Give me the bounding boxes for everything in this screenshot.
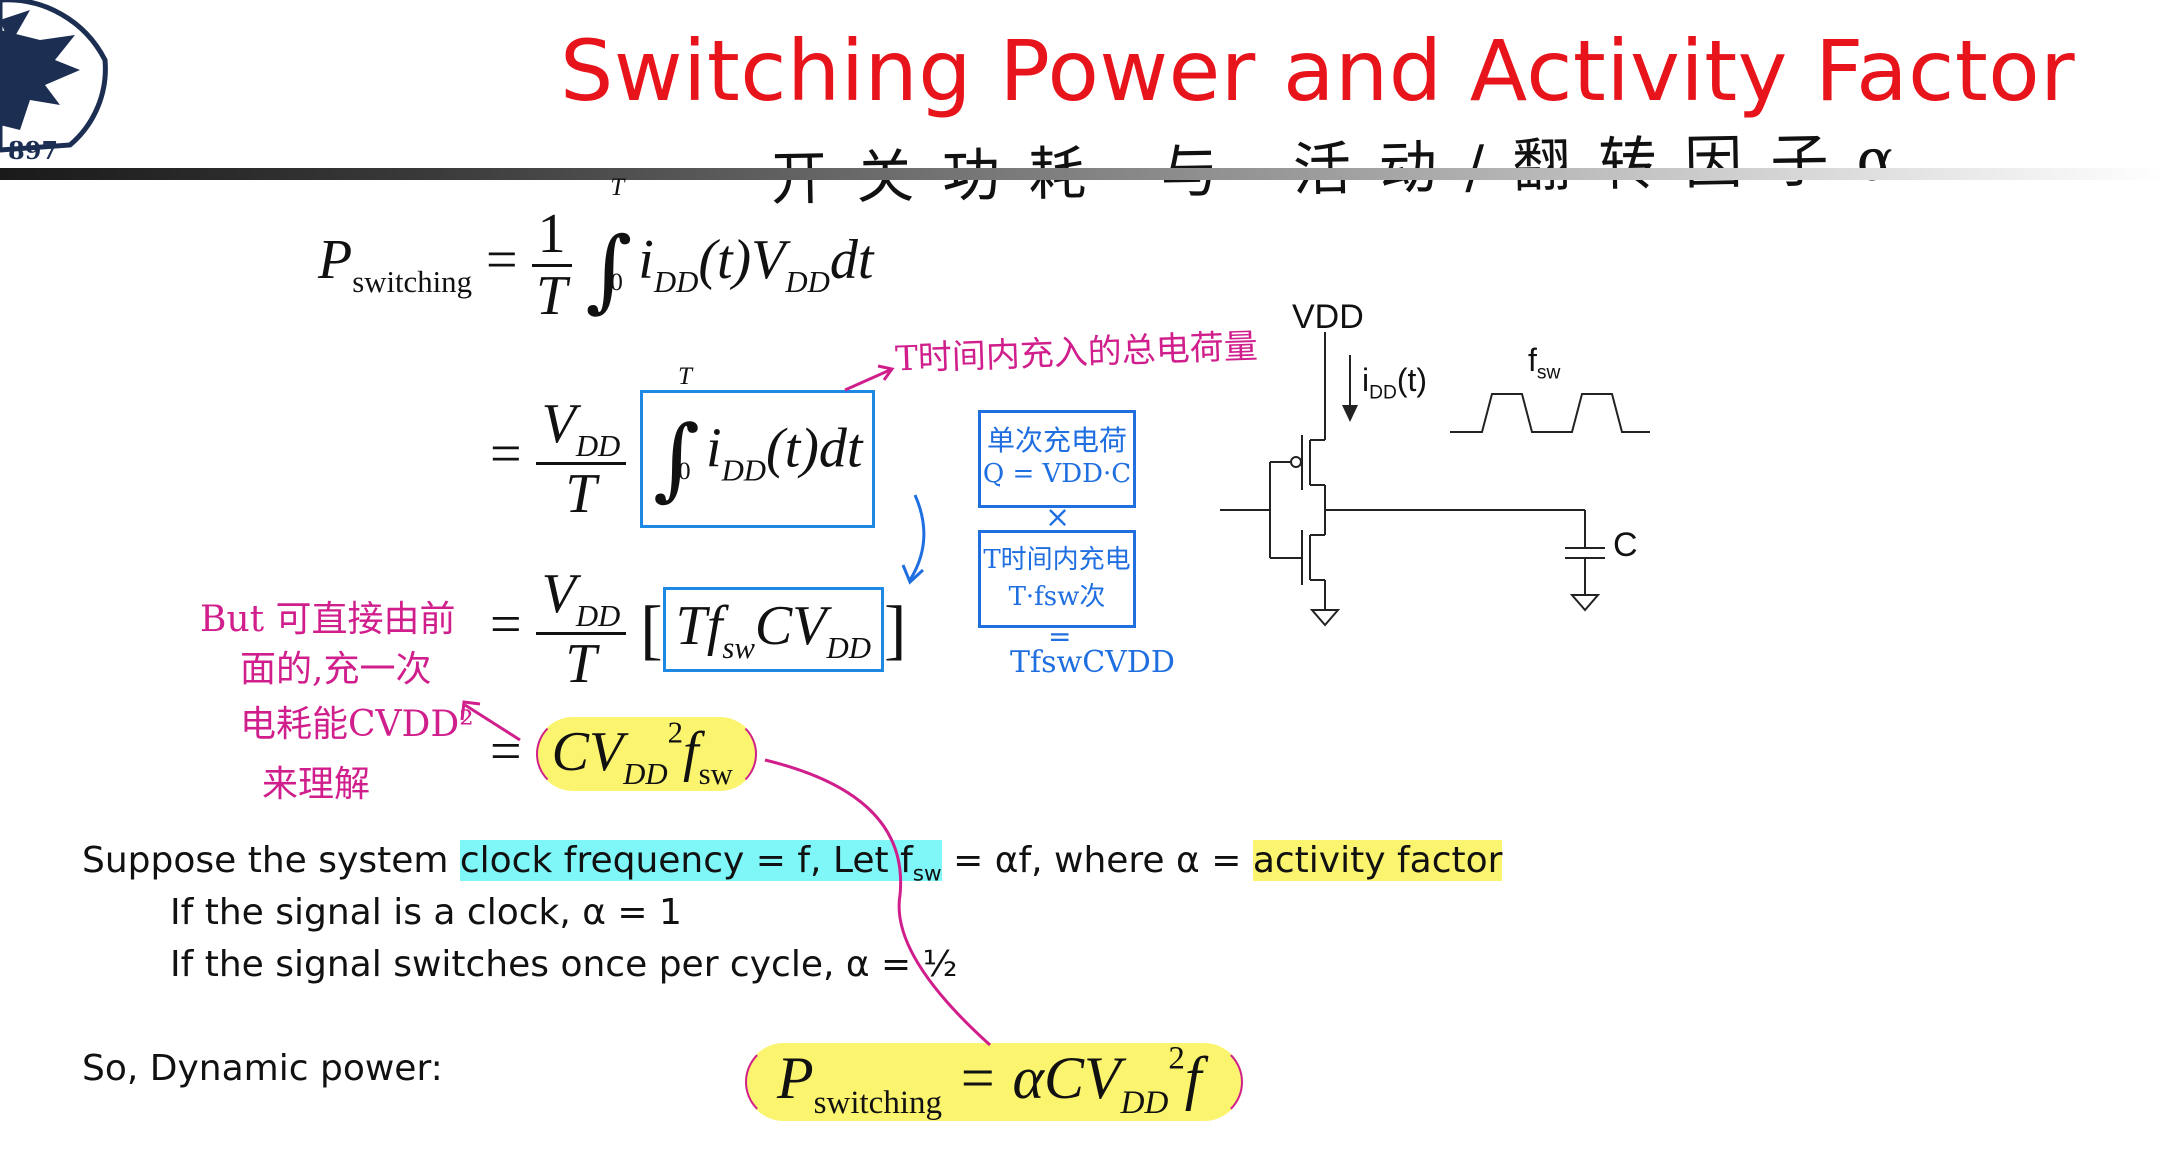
text-line-3: If the signal switches once per cycle, α… <box>170 944 958 985</box>
fsw-label: fsw <box>1528 342 1561 384</box>
left-note-4: 来理解 <box>262 764 371 805</box>
arrow-left-note <box>460 700 521 742</box>
curved-arrow-blue <box>901 494 926 585</box>
university-logo: 897 <box>0 0 120 170</box>
inverter-circuit: VDD iDD(t) fsw C <box>1210 290 1680 660</box>
idd-label: iDD(t) <box>1362 362 1428 404</box>
note-single-charge-box: 单次充电荷 Q = VDD·C <box>978 410 1136 508</box>
arrow-to-charge-note <box>844 364 895 392</box>
logo-text: 897 <box>8 136 59 165</box>
note-count-box: T时间内充电 T·fsw次 <box>978 530 1136 628</box>
note-single-charge-1: 单次充电荷 <box>986 424 1127 457</box>
capacitor-label: C <box>1613 526 1638 564</box>
connector-curve <box>764 758 992 1047</box>
text-line-4: So, Dynamic power: <box>82 1048 443 1089</box>
note-result: TfswCVDD <box>1010 645 1175 680</box>
boxed-charge: TfswCVDD <box>662 586 884 673</box>
slide-title: Switching Power and Activity Factor <box>560 22 2076 120</box>
note-times: × <box>1045 500 1071 535</box>
vdd-label: VDD <box>1292 298 1364 336</box>
note-count-2: T·fsw次 <box>1008 582 1106 612</box>
note-equals: = <box>1048 620 1072 653</box>
left-note-2: 面的,充一次 <box>240 649 432 690</box>
handwritten-subtitle: 开关功耗 与 活动/翻转因子α <box>769 124 1925 214</box>
equation-4: = CVDD2fsw <box>490 715 757 792</box>
header-divider <box>0 168 2163 180</box>
text-line-1: Suppose the system clock frequency = f, … <box>82 840 1503 887</box>
left-note-3: 电耗能CVDD² <box>240 704 474 745</box>
left-note-1: But 可直接由前 <box>200 599 456 640</box>
highlight-clock-frequency: clock frequency = f, <box>459 840 833 881</box>
highlight-activity-factor: activity factor <box>1252 840 1503 881</box>
note-count-1: T时间内充电 <box>983 545 1131 575</box>
note-single-charge-2: Q = VDD·C <box>982 459 1132 489</box>
text-line-2: If the signal is a clock, α = 1 <box>170 892 682 933</box>
note-total-charge: T时间内充入的总电荷量 <box>894 326 1259 380</box>
final-equation: Pswitching = αCVDD2f <box>745 1040 1244 1122</box>
highlight-result: CVDD2fsw <box>535 715 757 791</box>
